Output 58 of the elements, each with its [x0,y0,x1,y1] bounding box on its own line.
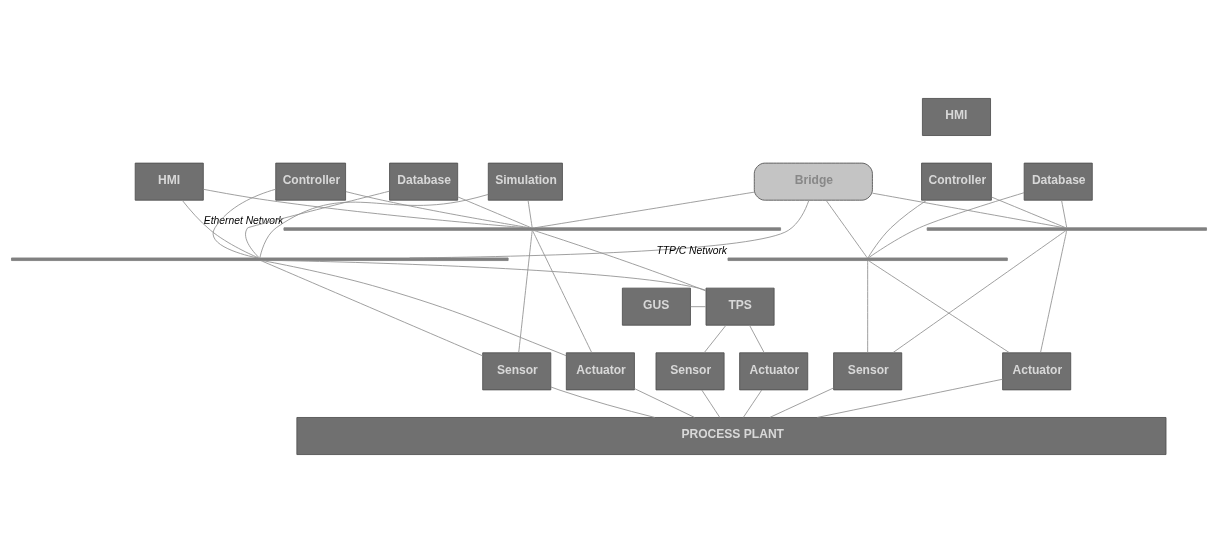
connector [259,194,489,259]
connector [533,229,707,292]
connector [260,260,483,357]
connector [409,199,810,259]
connector [749,325,765,354]
connector [867,260,869,354]
node-box: Controller [275,162,346,201]
node-bar [11,257,509,261]
connector [703,325,727,354]
node-box: Database [389,162,459,201]
connector [532,230,593,353]
node-box: Actuator [565,352,635,391]
node-box: Sensor [655,352,725,391]
connector [203,188,527,229]
node-label: Ethernet Network [203,214,284,226]
node-box: TPS [705,287,775,326]
connector [550,386,656,418]
connector [527,199,533,228]
node-box: Actuator [1002,352,1072,391]
connector [701,389,721,418]
node-label: TTP/C Network [656,245,728,257]
connector [872,192,1065,229]
node-box: Controller [921,162,992,201]
connector [245,190,390,259]
connector [1061,199,1068,228]
connector [816,378,1003,418]
connector [345,191,530,229]
connector [991,196,1067,229]
node-box: Actuator [739,352,809,391]
connector [181,199,259,259]
node-box: HMI [134,162,204,201]
node-box: GUS [621,287,691,326]
node-box: HMI [922,98,991,136]
connector [634,388,695,418]
connector [892,230,1067,353]
node-bar [926,227,1207,231]
connector [457,196,532,229]
connector [769,387,834,418]
connector [742,389,763,418]
node-bar [283,227,781,231]
node-box: Sensor [482,352,552,391]
node-box: Sensor [833,352,903,391]
connector [282,260,707,291]
connector [212,188,277,259]
node-bar [727,257,1008,261]
connector [534,191,755,229]
connector [262,260,567,357]
node-box: Bridge [753,162,873,201]
connector [1040,230,1068,353]
connector [690,306,707,308]
node-box: Database [1023,162,1093,201]
connector [518,230,533,353]
node-box: PROCESS PLANT [296,417,1167,455]
connector [867,192,1025,259]
connector [825,200,868,259]
connector [867,199,927,259]
node-box: Simulation [487,162,563,201]
connector [868,260,1010,353]
